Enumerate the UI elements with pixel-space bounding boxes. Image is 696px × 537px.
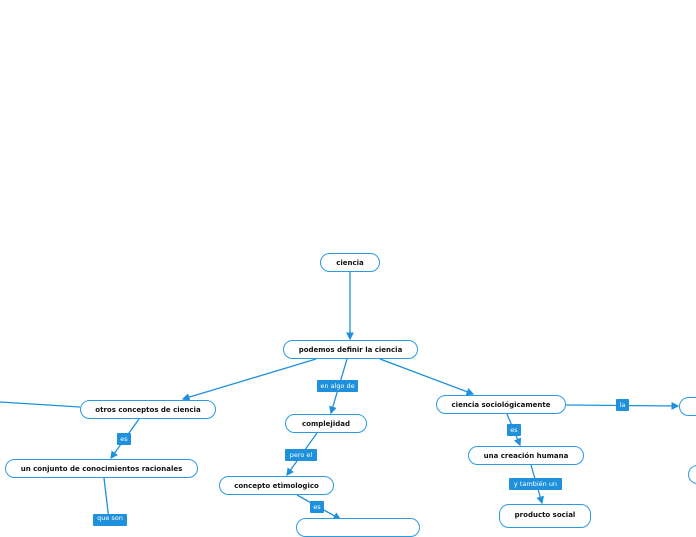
node-podemos-definir[interactable]: podemos definir la ciencia: [283, 340, 418, 359]
link-label-que-son: que son: [93, 514, 127, 526]
node-concepto-etimologico[interactable]: concepto etimologico: [219, 476, 334, 495]
link-label-pero-el: pero el: [285, 449, 317, 461]
link-label-es: es: [507, 424, 521, 436]
node-offscreen-right[interactable]: [679, 397, 696, 416]
link-label-es: es: [117, 433, 131, 445]
node-ciencia-sociologicamente[interactable]: ciencia sociológicamente: [436, 395, 566, 414]
link-label-la: la: [616, 399, 629, 411]
node-producto-social[interactable]: producto social: [499, 504, 591, 528]
node-offscreen-bottom[interactable]: [296, 518, 420, 537]
node-complejidad[interactable]: complejidad: [285, 414, 367, 433]
node-otros-conceptos[interactable]: otros conceptos de ciencia: [80, 400, 216, 419]
node-ciencia[interactable]: ciencia: [320, 253, 380, 272]
link-label-en-algo-de: en algo de: [317, 380, 358, 392]
node-creacion-humana[interactable]: una creación humana: [468, 446, 584, 465]
node-conjunto-conocimientos[interactable]: un conjunto de conocimientos racionales: [5, 459, 198, 478]
link-label-es: es: [310, 501, 324, 513]
link-label-y-tambien-un: y también un: [509, 478, 562, 490]
